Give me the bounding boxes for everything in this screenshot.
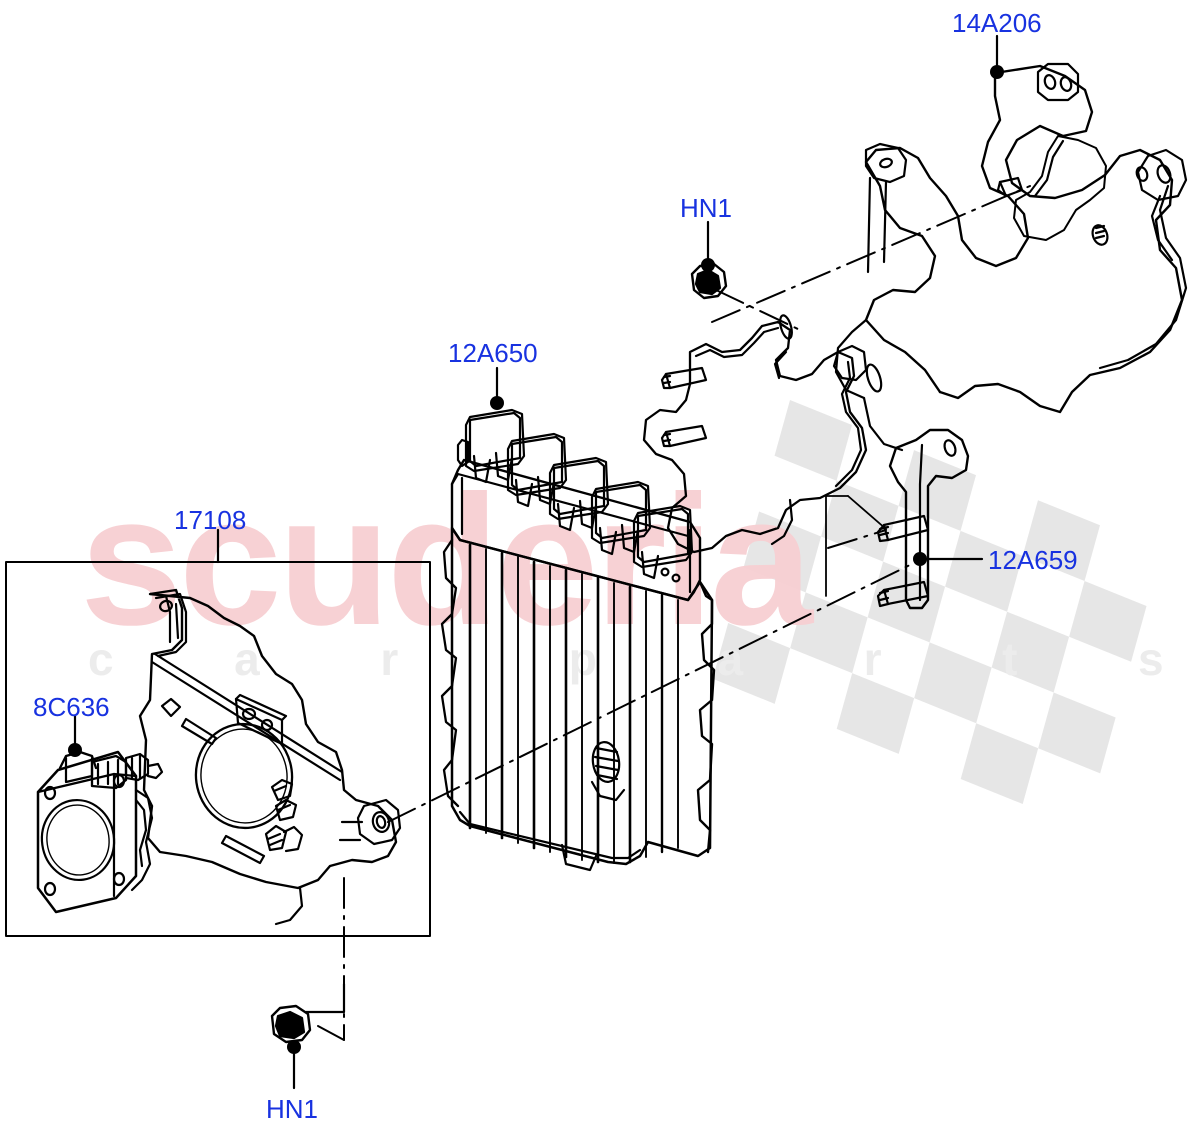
part-mounting-plate-17108 xyxy=(138,588,402,926)
group-box-17108 xyxy=(5,561,431,937)
callout-14A206[interactable]: 14A206 xyxy=(952,8,1042,38)
part-throttle-body-8C636 xyxy=(36,750,164,914)
callout-leaders xyxy=(68,34,1004,1090)
part-harness-bracket xyxy=(642,314,883,554)
callout-8C636[interactable]: 8C636 xyxy=(33,692,110,722)
assembly-centrelines xyxy=(317,185,1031,1041)
part-ecm-12A650 xyxy=(440,408,716,872)
part-bracket-12A659 xyxy=(825,428,970,610)
ecm-connectors xyxy=(456,408,694,580)
callout-12A650[interactable]: 12A650 xyxy=(448,338,538,368)
callout-17108[interactable]: 17108 xyxy=(174,505,247,535)
callout-12A659[interactable]: 12A659 xyxy=(988,545,1078,575)
part-hex-nut-lower xyxy=(270,1004,312,1044)
checkered-flag-icon xyxy=(712,400,1147,805)
part-bracket-14A206 xyxy=(834,62,1188,452)
callout-HN1-upper[interactable]: HN1 xyxy=(680,193,733,223)
callout-HN1-lower[interactable]: HN1 xyxy=(266,1094,319,1124)
